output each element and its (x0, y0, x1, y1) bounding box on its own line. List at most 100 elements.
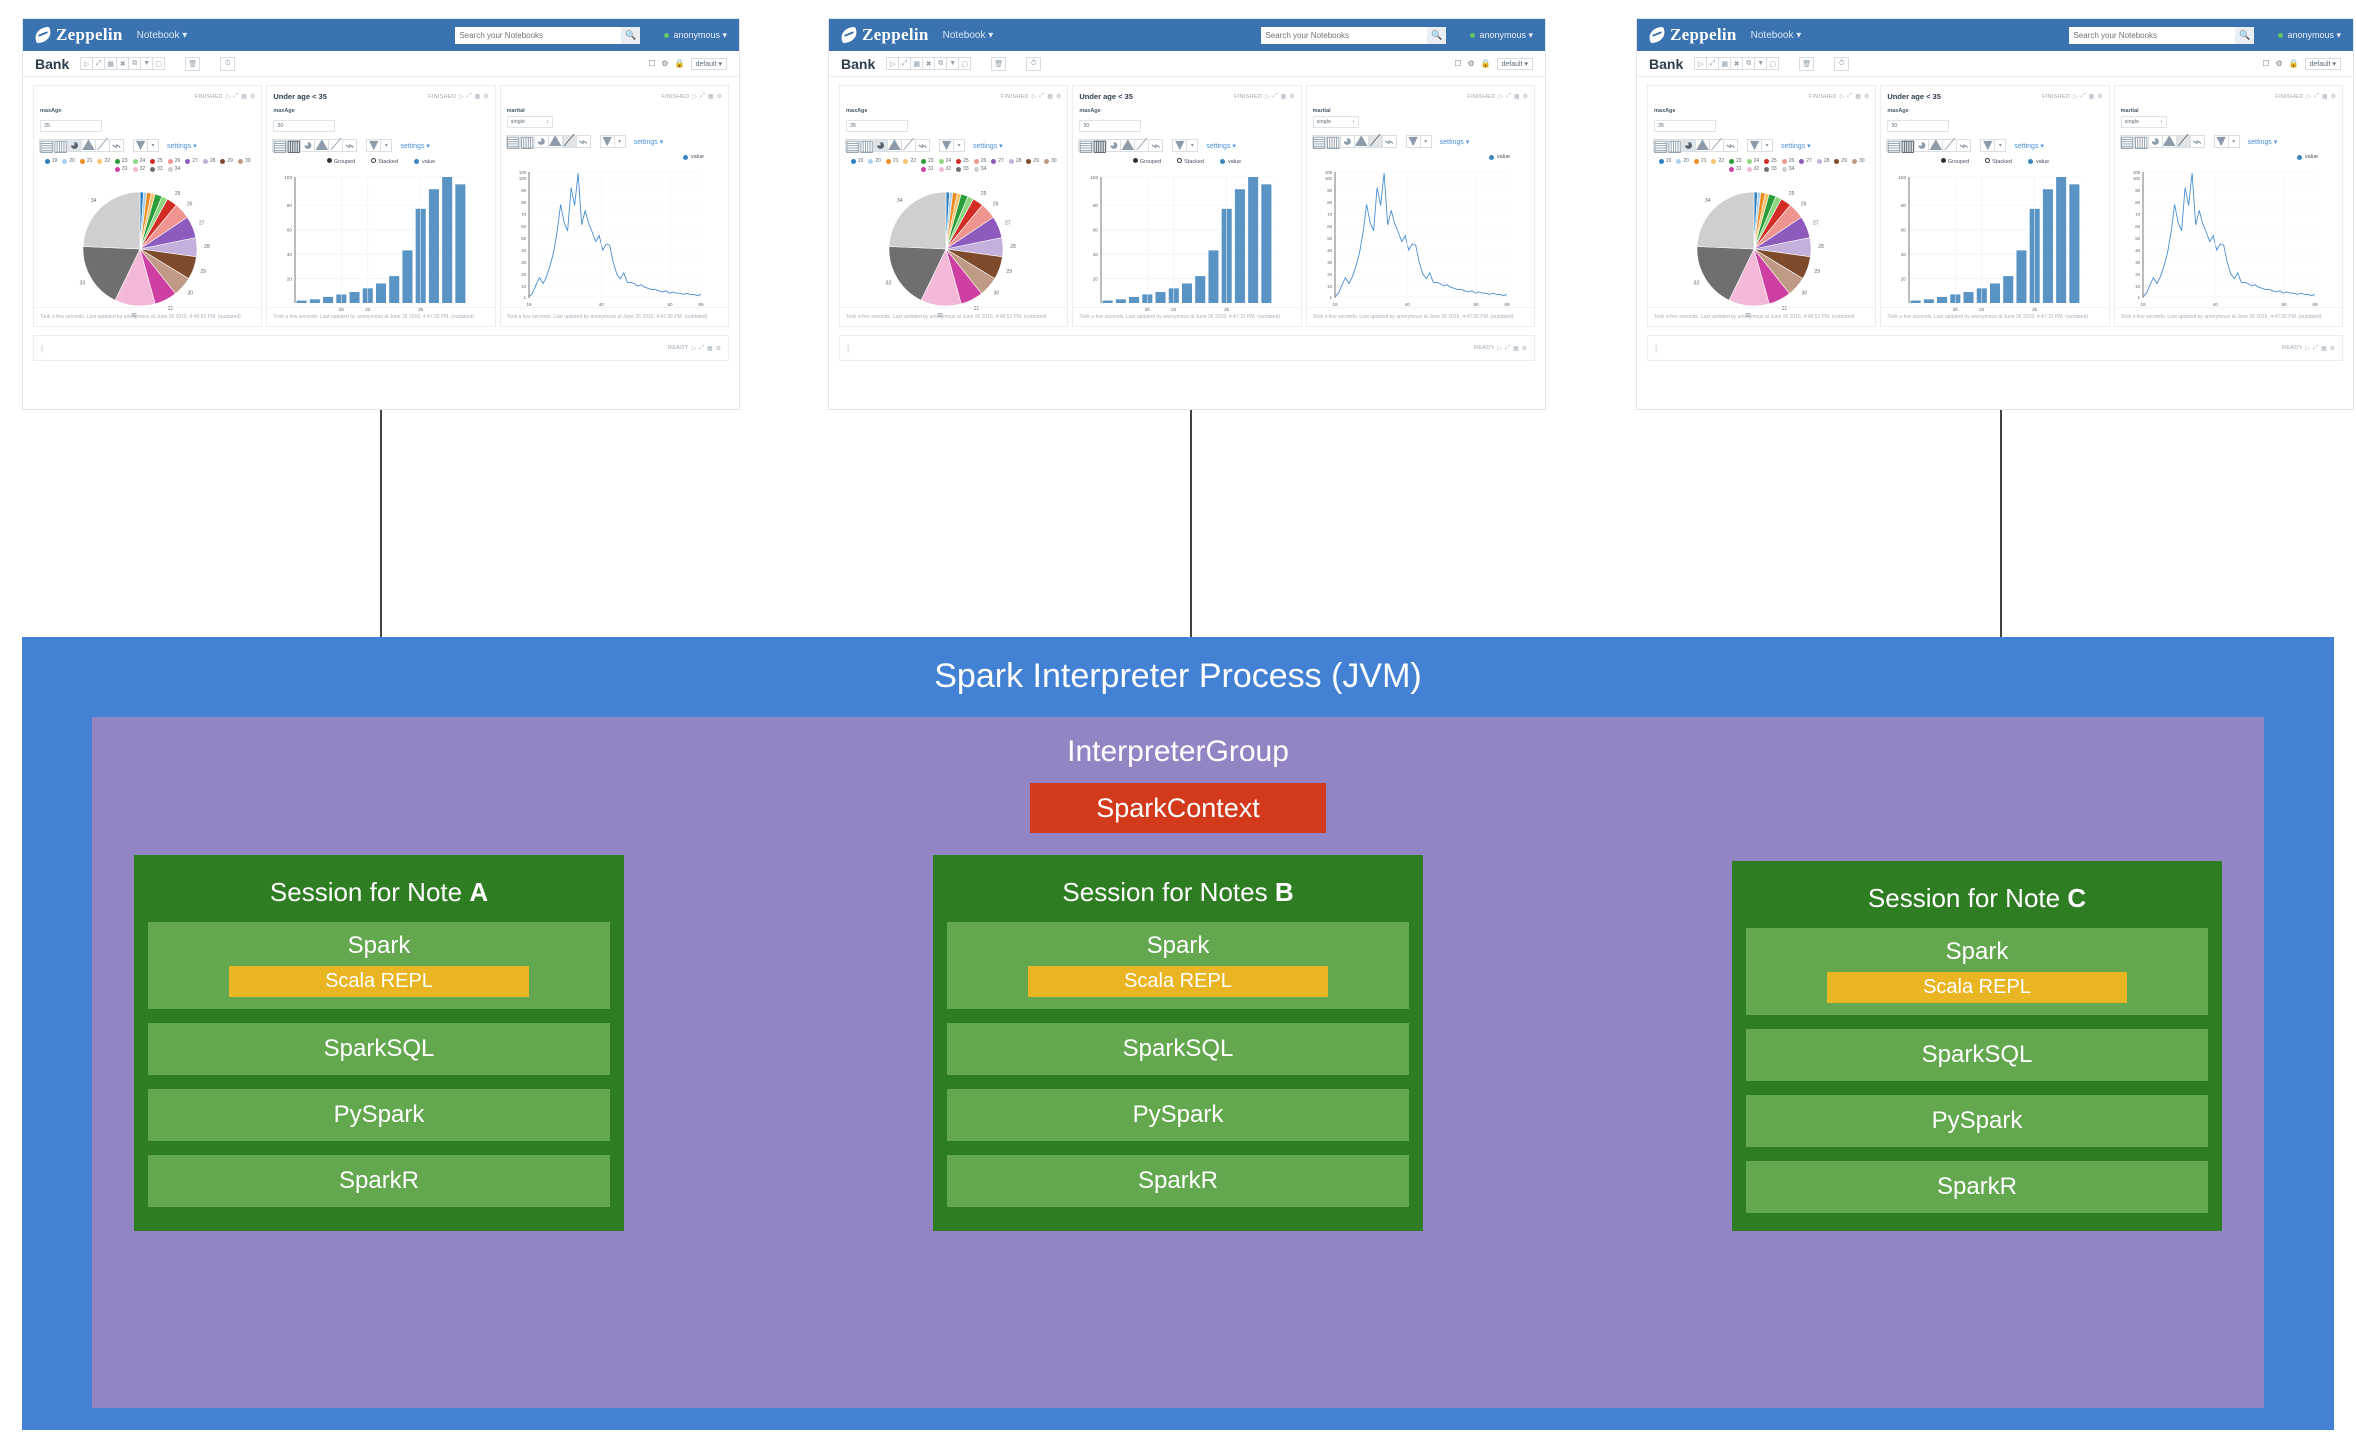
viz-pie-icon[interactable]: ◕ (300, 137, 316, 154)
show-editor-icon[interactable]: ▦ (2320, 345, 2327, 352)
settings-toggle[interactable]: settings ▾ (1439, 138, 1470, 146)
chevron-down-icon[interactable]: ▾ (381, 139, 393, 152)
show-editor-icon[interactable]: ▦ (1512, 345, 1519, 352)
maxage-input[interactable] (1654, 120, 1716, 132)
settings-toggle[interactable]: settings ▾ (1206, 142, 1236, 150)
viz-scatter-icon[interactable]: ⌁ (1148, 138, 1164, 155)
new-paragraph[interactable]: | READY ▷ ⤢ ▦ ⚙ (1647, 335, 2343, 361)
download-icon[interactable]: ▼ (599, 132, 616, 150)
run-all-icon[interactable]: ▷ (886, 57, 900, 70)
settings-toggle[interactable]: settings ▾ (1781, 142, 1811, 150)
paragraph-menu-icon[interactable]: ⚙ (715, 345, 721, 352)
trash-icon[interactable]: 🗑 (991, 56, 1007, 71)
viz-line-icon[interactable]: ⟋ (1942, 136, 1958, 154)
paragraph-menu-icon[interactable]: ⚙ (249, 94, 256, 100)
search-box[interactable]: 🔍 (1261, 26, 1447, 44)
paragraph-menu-icon[interactable]: ⚙ (1289, 94, 1295, 100)
chevron-down-icon[interactable]: ▾ (614, 135, 626, 148)
paragraph-menu-icon[interactable]: ⚙ (1863, 94, 1870, 100)
legend-item[interactable]: 32 (1746, 166, 1759, 172)
settings-toggle[interactable]: settings ▾ (167, 142, 197, 150)
run-paragraph-icon[interactable]: ▷ (1498, 94, 1504, 100)
trash-icon[interactable]: 🗑 (185, 56, 201, 71)
legend-item[interactable]: 28 (202, 158, 215, 164)
legend-item[interactable]: 32 (132, 166, 145, 172)
legend-item[interactable]: 21 (885, 158, 898, 164)
stacked-radio[interactable]: Stacked (1985, 158, 2012, 165)
legend-item[interactable]: 32 (938, 166, 951, 172)
expand-icon[interactable]: ⤢ (2314, 93, 2319, 99)
search-input[interactable] (1261, 26, 1428, 44)
user-menu[interactable]: anonymous ▾ (1470, 30, 1533, 41)
run-paragraph-icon[interactable]: ▷ (459, 94, 464, 100)
legend-item[interactable]: 30 (1851, 158, 1865, 164)
chevron-down-icon[interactable]: ▾ (954, 139, 965, 152)
viz-table-icon[interactable]: ▤ (1886, 137, 1902, 155)
viz-pie-icon[interactable]: ◕ (1339, 133, 1355, 150)
new-paragraph[interactable]: | READY ▷ ⤢ ▦ ⚙ (839, 335, 1535, 361)
show-editor-icon[interactable]: ▦ (706, 345, 713, 352)
viz-pie-icon[interactable]: ◕ (1106, 137, 1122, 154)
paragraph-menu-icon[interactable]: ⚙ (1055, 94, 1062, 100)
value-legend[interactable]: value (2028, 159, 2049, 165)
chevron-down-icon[interactable]: ▾ (2228, 135, 2240, 148)
download-icon[interactable]: ▼ (938, 136, 955, 154)
commit-note-icon[interactable]: ▢ (152, 57, 166, 70)
legend-item[interactable]: 27 (185, 158, 198, 164)
expand-icon[interactable]: ⤢ (2313, 344, 2318, 351)
notebook-menu[interactable]: Notebook ▾ (1750, 29, 1802, 41)
viz-pie-icon[interactable]: ◕ (2147, 133, 2163, 150)
gear-icon[interactable]: ⚙ (2275, 59, 2283, 68)
legend-item[interactable]: 29 (1026, 158, 1039, 164)
viz-line-icon[interactable]: ⟋ (95, 136, 110, 154)
legend-item[interactable]: 24 (132, 158, 145, 164)
run-paragraph-icon[interactable]: ▷ (692, 94, 698, 100)
legend-item[interactable]: 33 (956, 166, 969, 172)
viz-scatter-icon[interactable]: ⌁ (915, 138, 930, 155)
gear-icon[interactable]: ⚙ (661, 59, 669, 68)
viz-line-icon[interactable]: ⟋ (1134, 136, 1150, 154)
viz-area-icon[interactable]: ⛰ (547, 132, 563, 150)
legend-item[interactable]: 29 (1834, 158, 1847, 164)
legend-item[interactable]: 31 (1729, 166, 1742, 172)
paragraph-menu-icon[interactable]: ⚙ (716, 94, 722, 100)
show-editor-icon[interactable]: ▦ (241, 94, 247, 100)
viz-line-icon[interactable]: ⟋ (561, 132, 577, 150)
download-icon[interactable]: ▼ (2213, 132, 2230, 150)
legend-item[interactable]: 26 (1781, 158, 1794, 164)
viz-scatter-icon[interactable]: ⌁ (1723, 138, 1738, 155)
interpreter-binding-select[interactable]: default ▾ (1496, 57, 1533, 70)
run-paragraph-icon[interactable]: ▷ (1839, 94, 1845, 100)
legend-item[interactable]: 28 (1816, 158, 1829, 164)
expand-icon[interactable]: ⤢ (1505, 344, 1510, 351)
legend-item[interactable]: 20 (62, 158, 75, 164)
viz-area-icon[interactable]: ⛰ (1695, 136, 1710, 154)
viz-line-icon[interactable]: ⟋ (901, 136, 916, 154)
note-view-icon[interactable]: ☐ (1454, 59, 1462, 68)
marital-select[interactable]: single↕ (1312, 116, 1359, 128)
viz-scatter-icon[interactable]: ⌁ (1381, 134, 1397, 151)
new-paragraph[interactable]: | READY ▷ ⤢ ▦ ⚙ (33, 335, 729, 361)
run-paragraph-icon[interactable]: ▷ (1031, 94, 1037, 100)
lock-icon[interactable]: 🔒 (674, 59, 685, 68)
marital-select[interactable]: single↕ (506, 116, 553, 128)
show-editor-icon[interactable]: ▦ (1280, 94, 1287, 100)
legend-item[interactable]: 21 (1693, 158, 1706, 164)
viz-bar-icon[interactable]: ▥ (519, 133, 535, 151)
gear-icon[interactable]: ⚙ (1467, 59, 1475, 68)
legend-item[interactable]: 25 (150, 158, 163, 164)
chevron-down-icon[interactable]: ▾ (1762, 139, 1773, 152)
viz-pie-icon[interactable]: ◕ (1914, 137, 1930, 154)
viz-scatter-icon[interactable]: ⌁ (109, 138, 124, 155)
download-icon[interactable]: ▼ (132, 136, 149, 154)
run-paragraph-icon[interactable]: ▷ (691, 345, 697, 352)
viz-area-icon[interactable]: ⛰ (2161, 132, 2177, 150)
viz-bar-icon[interactable]: ▥ (1092, 137, 1108, 155)
paragraph-menu-icon[interactable]: ⚙ (2329, 345, 2335, 352)
lock-icon[interactable]: 🔒 (2288, 59, 2299, 68)
viz-pie-icon[interactable]: ◕ (873, 137, 888, 154)
show-editor-icon[interactable]: ▦ (707, 94, 714, 100)
viz-line-icon[interactable]: ⟋ (1367, 132, 1383, 150)
value-legend[interactable]: value (414, 159, 435, 165)
run-paragraph-icon[interactable]: ▷ (225, 94, 231, 100)
